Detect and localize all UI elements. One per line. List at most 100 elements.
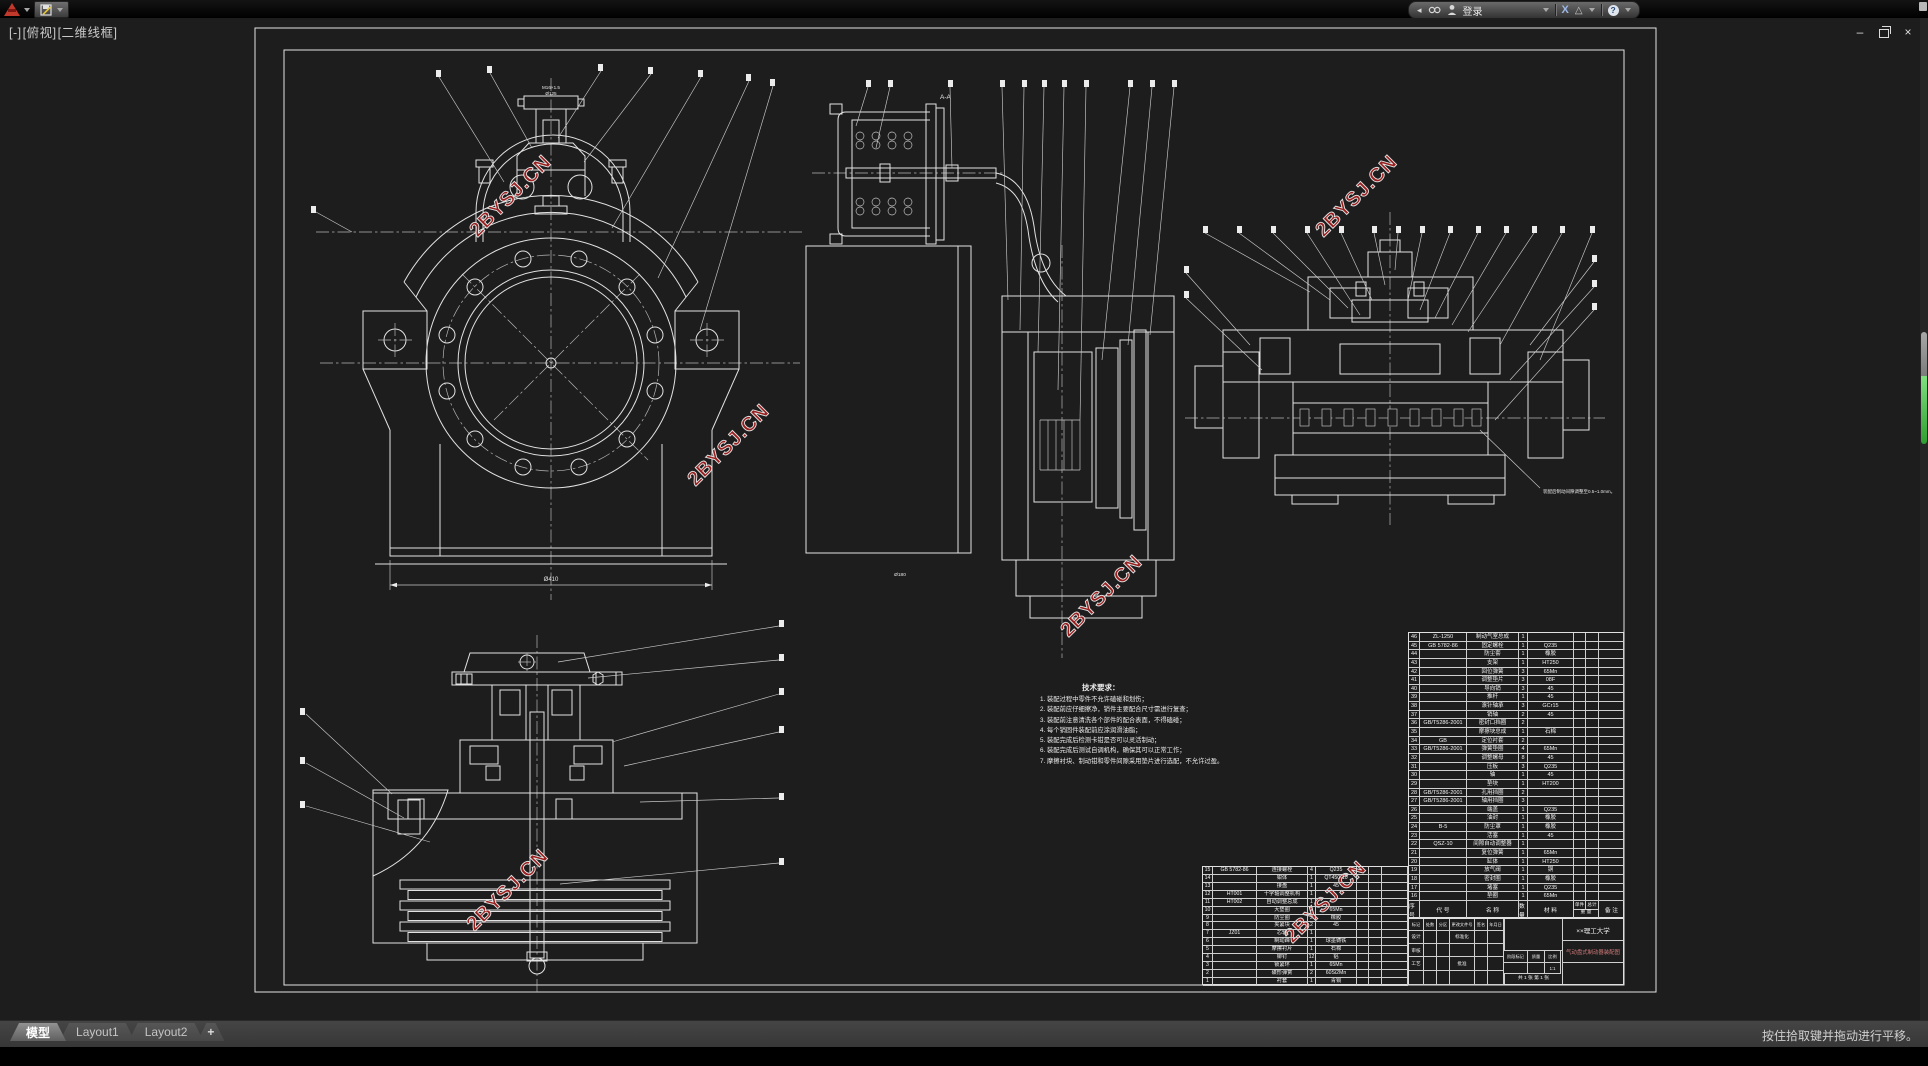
app-menu-caret-icon[interactable] <box>24 7 30 12</box>
exchange-apps-icon[interactable]: X <box>1561 4 1569 16</box>
revision-header-row: 标记处数 分区更改文件号 签名年月日 <box>1409 919 1504 931</box>
help-icon[interactable]: ? <box>1607 4 1619 16</box>
tech-notes-title: 技术要求： <box>1082 683 1120 692</box>
login-caret-icon[interactable] <box>1542 8 1549 12</box>
tech-note-line: 7. 摩擦衬块、制动钳和零件间隙采用垫片进行选配，不允许过盈。 <box>1040 757 1224 765</box>
help-caret-icon[interactable] <box>1624 8 1631 12</box>
organization-name: ××理工大学 <box>1562 919 1623 941</box>
close-icon[interactable]: × <box>1904 25 1912 39</box>
sheet-count: 共 1 张 第 1 张 <box>1504 974 1562 984</box>
viewport-visualstyle-control[interactable]: [二维线框] <box>57 26 118 40</box>
quick-access-toolbar <box>4 1 69 18</box>
login-button[interactable]: 登录 <box>1462 6 1483 18</box>
collapse-arrow-icon[interactable]: ◂ <box>1417 4 1422 15</box>
layout-tab-bar: 模型 Layout1 Layout2 + 按住拾取键并拖动进行平移。 <box>0 1020 1928 1047</box>
status-hint: 按住拾取键并拖动进行平移。 <box>1761 1029 1918 1043</box>
scrollbar-thumb-accent[interactable] <box>1921 376 1927 444</box>
tab-layout1[interactable]: Layout1 <box>60 1023 135 1041</box>
tab-model[interactable]: 模型 <box>10 1023 66 1041</box>
title-block: 标记处数 分区更改文件号 签名年月日 设计标准化 审核 工艺批准 阶段标记质量比… <box>1408 918 1624 985</box>
mark-box <box>1504 919 1562 951</box>
autocad-logo[interactable] <box>4 3 20 16</box>
autodesk360-icon[interactable]: △ <box>1574 4 1583 16</box>
tech-note-line: 1. 装配过程中零件不允许磕碰和划伤； <box>1040 696 1148 703</box>
user-icon[interactable] <box>1447 4 1457 16</box>
drawing-window-controls: – × <box>1852 24 1916 40</box>
scrollbar-top-button[interactable] <box>1919 2 1927 11</box>
drawing-number-box <box>1562 963 1623 984</box>
titlebar: ◂ 登录 X △ ? <box>0 0 1928 19</box>
stage-scale-grid: 阶段标记质量比例 1:1 <box>1504 951 1562 974</box>
separator <box>1554 4 1556 16</box>
viewport-minimize-control[interactable]: [-] <box>9 26 22 40</box>
infocenter: ◂ 登录 X △ ? <box>1408 1 1640 19</box>
technical-requirements: 技术要求： 1. 装配过程中零件不允许磕碰和划伤； 2. 装配前应仔细擦净，销件… <box>1040 682 1224 767</box>
tech-note-line: 4. 每个销固件装配前应涂润滑油脂； <box>1040 726 1142 734</box>
model-space-canvas[interactable] <box>0 18 1928 1020</box>
save-button-group[interactable] <box>34 1 69 18</box>
staff-grid: 设计标准化 审核 工艺批准 <box>1409 930 1504 985</box>
scale-value: 1:1 <box>1545 962 1561 974</box>
bom-header: 序号 代 号 名 称 数量 材 料 单件总计 重 量 备 注 <box>1409 900 1619 919</box>
search-icon[interactable] <box>1428 5 1441 16</box>
minimize-icon[interactable]: – <box>1856 25 1864 39</box>
new-layout-button[interactable]: + <box>197 1023 224 1041</box>
tech-note-line: 3. 装配前注意清洗各个部件的配合表面，不得磕碰； <box>1040 716 1186 724</box>
tab-layout2[interactable]: Layout2 <box>129 1023 204 1041</box>
save-caret-icon[interactable] <box>57 7 63 12</box>
a360-caret-icon[interactable] <box>1588 8 1595 12</box>
scrollbar-track[interactable] <box>1920 18 1928 1020</box>
drawing-title: 气动盘式制动器装配图 <box>1562 941 1623 963</box>
viewport-view-control[interactable]: [俯视] <box>22 26 57 40</box>
viewport-controls: [-][俯视][二维线框] <box>9 22 119 41</box>
save-icon[interactable] <box>40 3 52 16</box>
tech-note-line: 6. 装配完成后测试自调机构，确保其可以正常工作； <box>1040 747 1186 755</box>
scrollbar-thumb[interactable] <box>1921 332 1927 376</box>
restore-icon[interactable] <box>1876 24 1892 40</box>
